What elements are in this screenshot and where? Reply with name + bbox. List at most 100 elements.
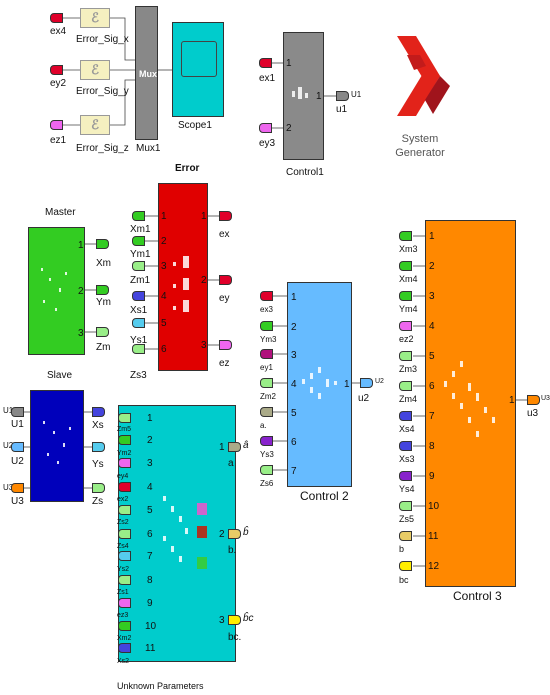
control3-output-label: u3 [527, 408, 539, 419]
goto-tag-zs[interactable] [92, 483, 105, 493]
from-tag-ym1[interactable] [132, 236, 145, 246]
from-tag-ex1[interactable] [259, 58, 272, 68]
from-tag-ex3[interactable] [260, 291, 273, 301]
scope-block[interactable] [172, 22, 224, 117]
control3-port-in-4: 4 [429, 321, 435, 332]
error-block[interactable]: 1 2 3 4 5 6 1 2 3 [158, 183, 208, 371]
from-tag-ez2[interactable] [399, 321, 412, 331]
error-sig-z-block[interactable]: ℰ [80, 115, 110, 135]
control2-block[interactable]: 1 2 3 4 5 6 7 1 [287, 282, 352, 487]
from-tag-ys3[interactable] [260, 436, 273, 446]
unknown-input-zs4: Zs4 [117, 543, 129, 550]
from-tag-ym2[interactable] [118, 435, 131, 445]
unknown-port-in-7: 7 [147, 551, 153, 562]
from-tag-xs3[interactable] [399, 441, 412, 451]
error-input-xm1: Xm1 [130, 224, 151, 235]
from-tag-b[interactable] [399, 531, 412, 541]
from-tag-xm1[interactable] [132, 211, 145, 221]
goto-tag-xs[interactable] [92, 407, 105, 417]
goto-tag-bc[interactable] [228, 615, 241, 625]
control1-port-in-1: 1 [286, 58, 292, 69]
goto-tag-ym[interactable] [96, 285, 109, 295]
control3-port-in-9: 9 [429, 471, 435, 482]
master-title: Master [45, 207, 76, 218]
control2-port-in-5: 5 [291, 408, 297, 419]
from-tag-zm5[interactable] [118, 413, 131, 423]
from-tag-xm4[interactable] [399, 261, 412, 271]
from-tag-zm2[interactable] [260, 378, 273, 388]
unknown-port-in-2: 2 [147, 435, 153, 446]
control3-input-xm4: Xm4 [399, 274, 418, 284]
goto-tag-u2[interactable] [360, 378, 373, 388]
from-tag-ey1[interactable] [260, 349, 273, 359]
error-port-in-6: 6 [161, 344, 167, 355]
slave-block[interactable] [30, 390, 84, 502]
from-tag-zs2[interactable] [118, 505, 131, 515]
from-tag-ys4[interactable] [399, 471, 412, 481]
from-tag-ey3[interactable] [259, 123, 272, 133]
unknown-parameters-block[interactable]: 1 2 3 4 5 6 7 8 9 10 11 1 2 3 [118, 405, 236, 662]
from-tag-xm3[interactable] [399, 231, 412, 241]
from-tag-u1[interactable] [11, 407, 24, 417]
slave-title: Slave [47, 370, 73, 381]
from-tag-xm2[interactable] [118, 621, 131, 631]
from-tag-bc[interactable] [399, 561, 412, 571]
from-tag-zs6[interactable] [260, 465, 273, 475]
from-tag-a[interactable] [260, 407, 273, 417]
master-port-out-2: 2 [78, 286, 84, 297]
control2-input-zm2: Zm2 [260, 392, 276, 401]
goto-tag-xm[interactable] [96, 239, 109, 249]
control1-block[interactable]: 1 2 1 [283, 32, 324, 160]
error-output-ex: ex [219, 229, 230, 240]
goto-tag-a[interactable] [228, 442, 241, 452]
unknown-output-b: b. [228, 545, 237, 556]
mux-block[interactable]: Mux [135, 6, 158, 140]
goto-tag-u3[interactable] [527, 395, 540, 405]
control2-port-in-3: 3 [291, 350, 297, 361]
goto-tag-ys[interactable] [92, 442, 105, 452]
from-tag-zs1[interactable] [118, 575, 131, 585]
from-tag-ey4[interactable] [118, 458, 131, 468]
control2-input-zs6: Zs6 [260, 479, 274, 488]
from-tag-ez3[interactable] [118, 598, 131, 608]
from-tag-ex4[interactable] [50, 13, 63, 23]
unknown-port-in-8: 8 [147, 575, 153, 586]
unknown-port-in-6: 6 [147, 529, 153, 540]
from-tag-zs5[interactable] [399, 501, 412, 511]
scope-label: Scope1 [178, 120, 212, 131]
from-tag-u2[interactable] [11, 442, 24, 452]
goto-tag-ex[interactable] [219, 211, 232, 221]
error-sig-x-block[interactable]: ℰ [80, 8, 110, 28]
from-tag-xs1[interactable] [132, 291, 145, 301]
goto-tag-u2-label: U2 [375, 378, 384, 385]
from-tag-ys2[interactable] [118, 551, 131, 561]
from-tag-zs3[interactable] [132, 344, 145, 354]
from-tag-ex2[interactable] [118, 482, 131, 492]
from-tag-ys1[interactable] [132, 318, 145, 328]
goto-tag-b[interactable] [228, 529, 241, 539]
from-tag-xs2[interactable] [118, 643, 131, 653]
unknown-inner-red [197, 526, 207, 538]
goto-tag-ey[interactable] [219, 275, 232, 285]
control3-port-in-5: 5 [429, 351, 435, 362]
control1-label: Control1 [286, 167, 324, 178]
from-tag-ym3[interactable] [260, 321, 273, 331]
from-tag-zm3[interactable] [399, 351, 412, 361]
from-tag-zs4[interactable] [118, 529, 131, 539]
from-tag-u3[interactable] [11, 483, 24, 493]
from-tag-ym4[interactable] [399, 291, 412, 301]
master-block[interactable]: 1 2 3 [28, 227, 85, 355]
from-tag-zm4[interactable] [399, 381, 412, 391]
goto-tag-u1[interactable] [336, 91, 349, 101]
goto-tag-ez[interactable] [219, 340, 232, 350]
error-sig-y-block[interactable]: ℰ [80, 60, 110, 80]
from-tag-ey2[interactable] [50, 65, 63, 75]
from-tag-ez1[interactable] [50, 120, 63, 130]
control1-input-label-ex1: ex1 [259, 73, 276, 84]
from-tag-zm1[interactable] [132, 261, 145, 271]
goto-tag-zm[interactable] [96, 327, 109, 337]
from-tag-xs4[interactable] [399, 411, 412, 421]
control3-port-out-1: 1 [509, 395, 515, 406]
control3-input-zm3: Zm3 [399, 364, 417, 374]
control3-block[interactable]: 1 2 3 4 5 6 7 8 9 10 11 12 1 [425, 220, 516, 587]
